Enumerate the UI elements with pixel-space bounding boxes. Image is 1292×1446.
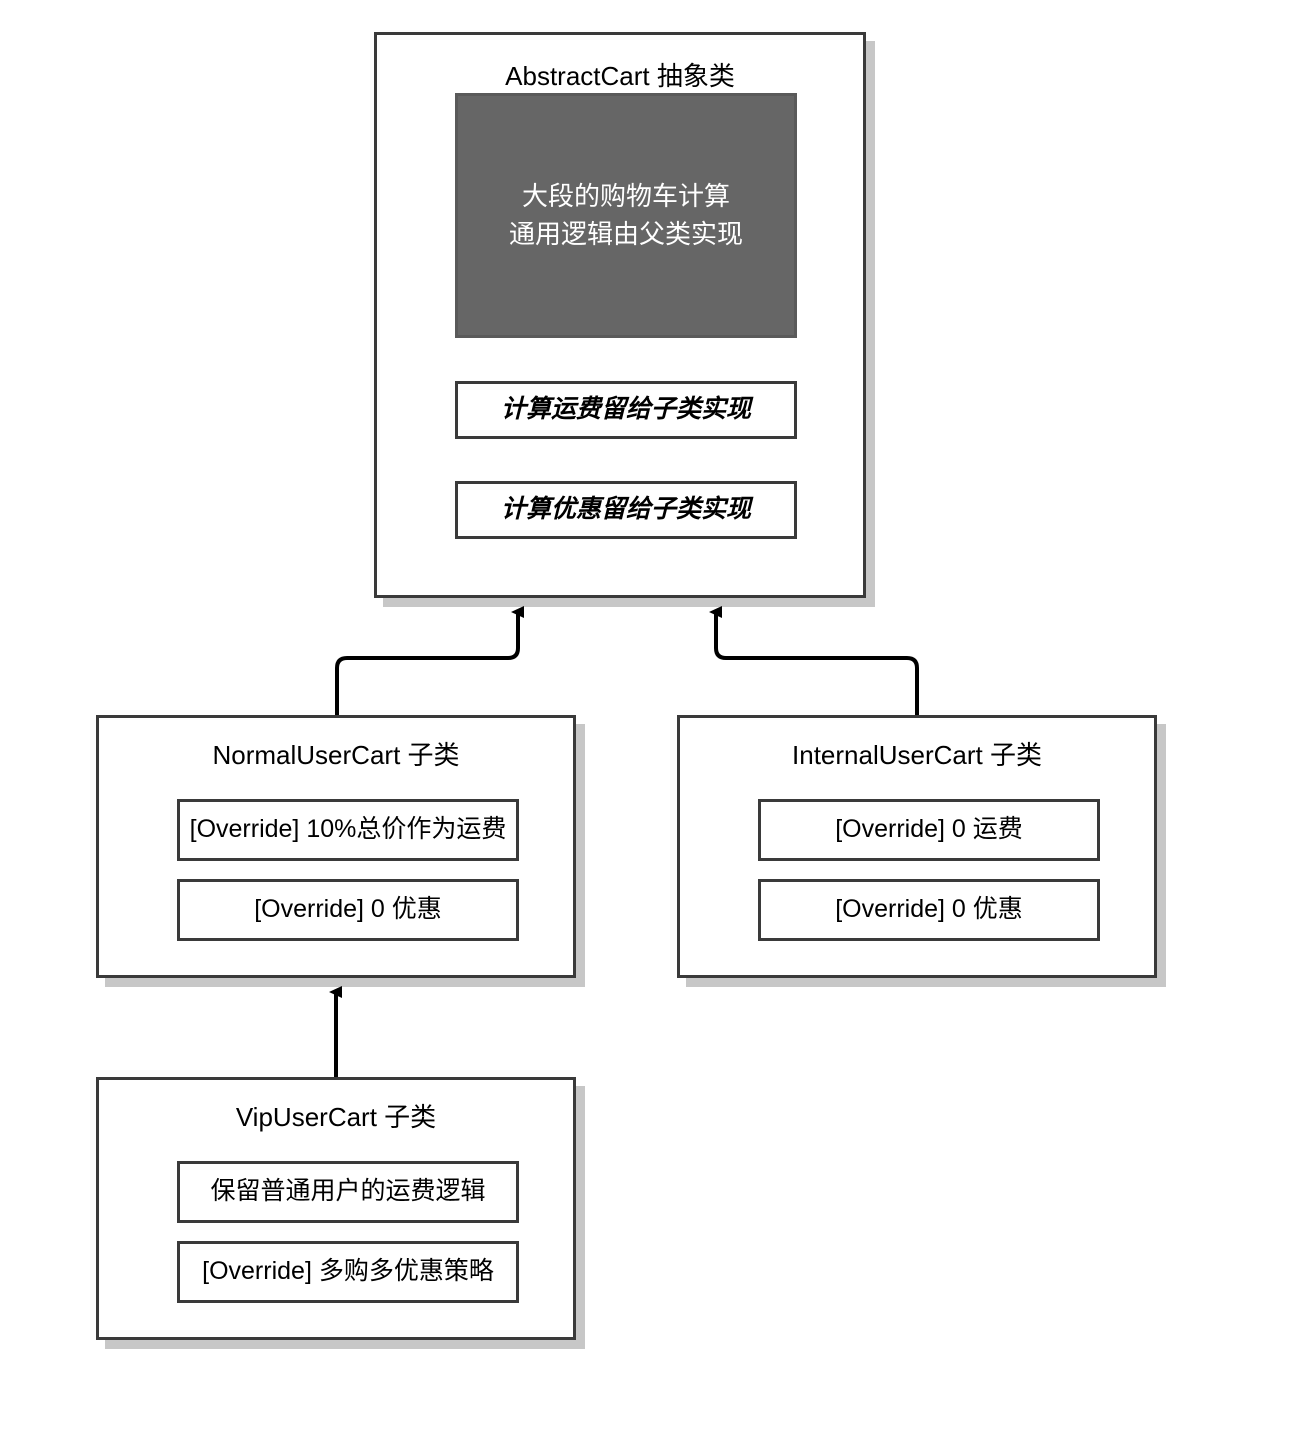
class-box-vip-user-cart[interactable]: VipUserCart 子类 保留普通用户的运费逻辑 [Override] 多购… <box>96 1077 576 1340</box>
class-title-internal-user-cart: InternalUserCart 子类 <box>792 740 1042 770</box>
class-box-normal-user-cart[interactable]: NormalUserCart 子类 [Override] 10%总价作为运费 [… <box>96 715 576 978</box>
inheritance-arrow-internal-to-abstract <box>709 606 919 715</box>
class-box-internal-user-cart[interactable]: InternalUserCart 子类 [Override] 0 运费 [Ove… <box>677 715 1157 978</box>
class-title-abstract-cart: AbstractCart 抽象类 <box>505 61 735 91</box>
member-normal-user-cart-shipping[interactable]: [Override] 10%总价作为运费 <box>177 799 519 861</box>
member-abstract-cart-calc-shipping[interactable]: 计算运费留给子类实现 <box>455 381 797 439</box>
member-normal-user-cart-discount[interactable]: [Override] 0 优惠 <box>177 879 519 941</box>
member-internal-user-cart-shipping[interactable]: [Override] 0 运费 <box>758 799 1100 861</box>
member-abstract-cart-common-logic[interactable]: 大段的购物车计算 通用逻辑由父类实现 <box>455 93 797 338</box>
member-abstract-cart-calc-discount[interactable]: 计算优惠留给子类实现 <box>455 481 797 539</box>
member-internal-user-cart-discount[interactable]: [Override] 0 优惠 <box>758 879 1100 941</box>
member-vip-user-cart-discount[interactable]: [Override] 多购多优惠策略 <box>177 1241 519 1303</box>
class-box-abstract-cart[interactable]: AbstractCart 抽象类 大段的购物车计算 通用逻辑由父类实现 计算运费… <box>374 32 866 598</box>
member-vip-user-cart-shipping[interactable]: 保留普通用户的运费逻辑 <box>177 1161 519 1223</box>
inheritance-arrow-normal-to-abstract <box>335 606 524 715</box>
class-title-normal-user-cart: NormalUserCart 子类 <box>212 740 460 770</box>
class-title-vip-user-cart: VipUserCart 子类 <box>235 1102 437 1132</box>
